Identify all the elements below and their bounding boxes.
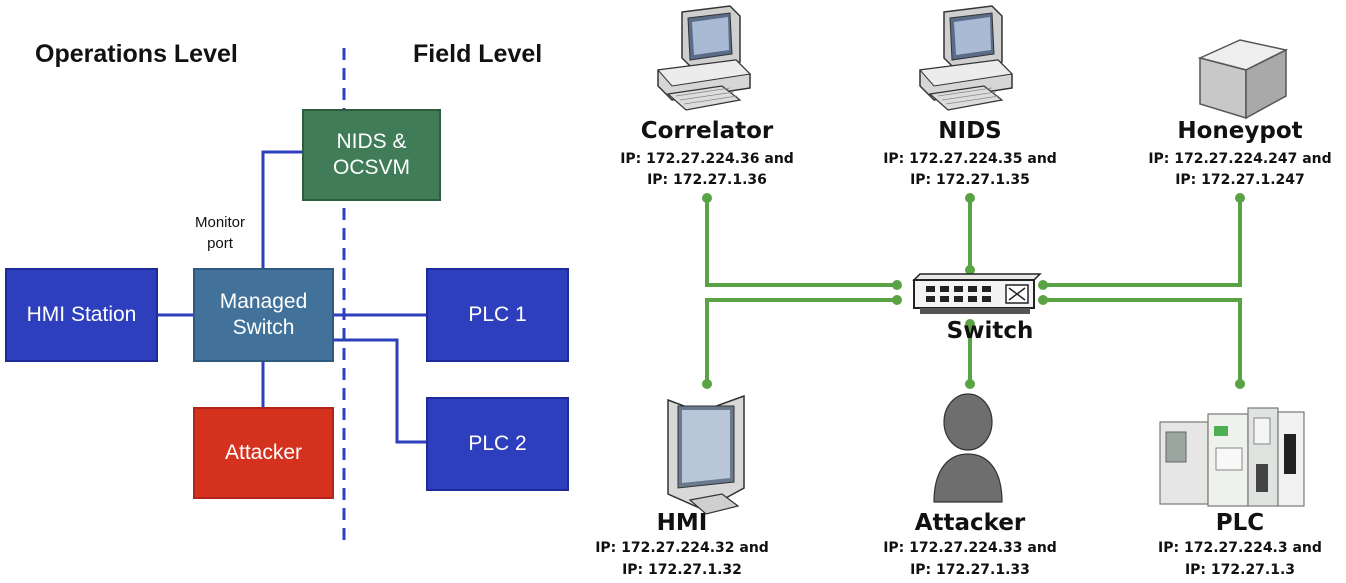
correlator-name: Correlator — [640, 118, 774, 144]
plc-ip-1: IP: 172.27.224.3 and — [1158, 540, 1322, 556]
desktop-computer-icon — [919, 5, 1014, 111]
link-switch-nids — [261, 150, 304, 268]
desktop-computer-icon — [657, 5, 752, 111]
link-plc — [1043, 298, 1242, 384]
honeypot-name: Honeypot — [1177, 118, 1303, 144]
correlator-ip-1: IP: 172.27.224.36 and — [620, 151, 794, 167]
link-honeypot — [1043, 198, 1242, 287]
operations-level-heading: Operations Level — [35, 40, 238, 68]
managed-switch-label: Managed Switch — [219, 290, 308, 339]
nids-ip-1: IP: 172.27.224.35 and — [883, 151, 1057, 167]
plc-ip-2: IP: 172.27.1.3 — [1184, 562, 1296, 578]
switch-label: Switch — [946, 318, 1034, 344]
honeypot-ip-1: IP: 172.27.224.247 and — [1148, 151, 1332, 167]
user-silhouette-icon — [933, 393, 1003, 503]
plc1-box: PLC 1 — [426, 268, 569, 362]
link-endpoints — [702, 193, 1245, 389]
attacker-name: Attacker — [914, 510, 1026, 536]
hmi-station-box: HMI Station — [5, 268, 158, 362]
link-hmi — [705, 298, 897, 384]
hmi-ip-1: IP: 172.27.224.32 and — [595, 540, 769, 556]
plc-hardware-icon — [1159, 407, 1305, 507]
honeypot-ip-2: IP: 172.27.1.247 — [1175, 172, 1305, 188]
server-box-icon — [1197, 39, 1289, 120]
right-connections — [705, 198, 1242, 384]
nids-ip-2: IP: 172.27.1.35 — [910, 172, 1030, 188]
monitor-icon — [667, 394, 745, 515]
plc2-box: PLC 2 — [426, 397, 569, 491]
plc2-label: PLC 2 — [468, 432, 527, 455]
network-switch-icon — [912, 273, 1042, 314]
plc-name: PLC — [1215, 510, 1265, 536]
monitor-port-label: Monitor port — [194, 214, 246, 252]
nids-ocsvm-label: NIDS & OCSVM — [332, 130, 410, 179]
hmi-name: HMI — [656, 510, 708, 536]
field-level-heading: Field Level — [413, 40, 543, 68]
attacker-ip-2: IP: 172.27.1.33 — [910, 562, 1030, 578]
attacker-ip-1: IP: 172.27.224.33 and — [883, 540, 1057, 556]
link-switch-plc2 — [334, 338, 426, 444]
hmi-station-label: HMI Station — [26, 303, 137, 326]
nids-ocsvm-box: NIDS & OCSVM — [302, 109, 441, 201]
correlator-ip-2: IP: 172.27.1.36 — [647, 172, 767, 188]
nids-name: NIDS — [938, 118, 1002, 144]
link-correlator — [705, 198, 897, 287]
plc1-label: PLC 1 — [468, 303, 527, 326]
managed-switch-box: Managed Switch — [193, 268, 334, 362]
hmi-ip-2: IP: 172.27.1.32 — [622, 562, 742, 578]
attacker-box: Attacker — [193, 407, 334, 499]
attacker-label: Attacker — [224, 441, 303, 464]
